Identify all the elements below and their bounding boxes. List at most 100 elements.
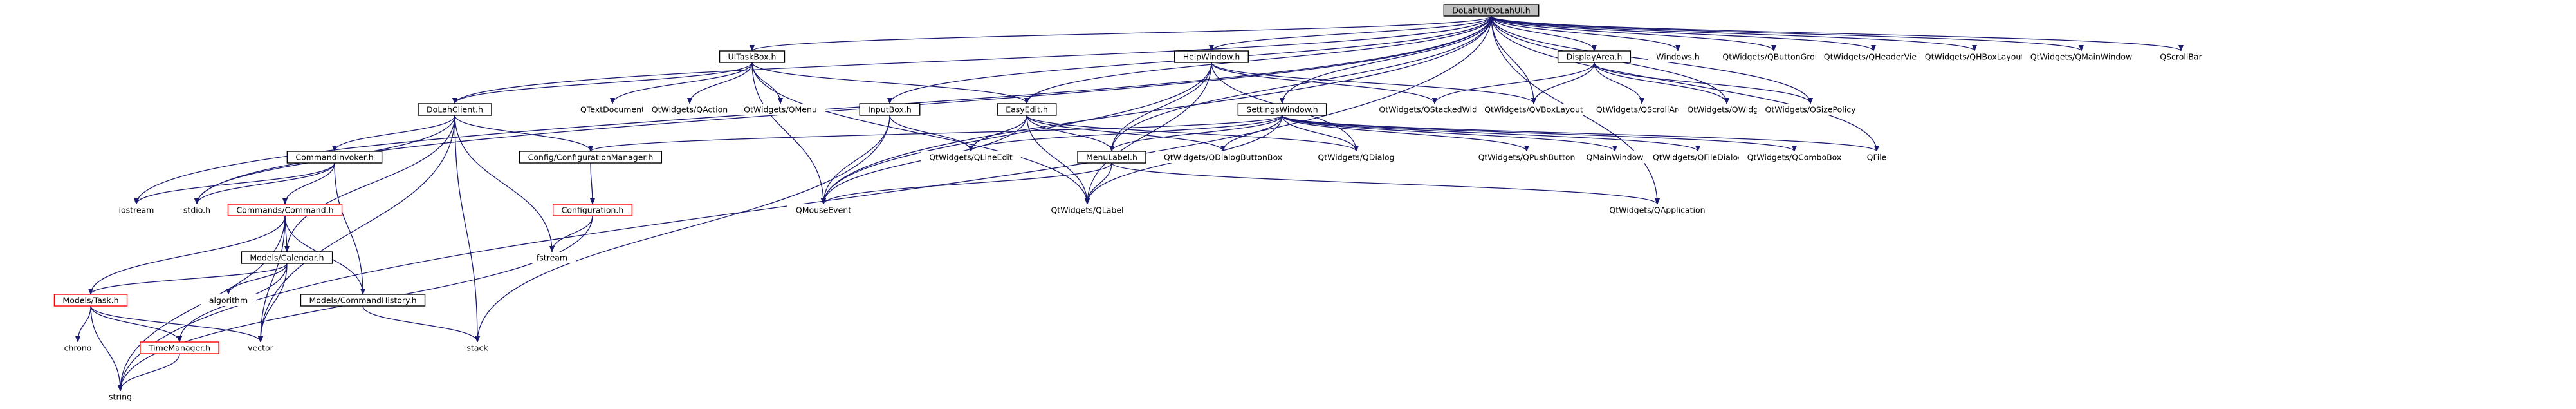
edge-dolahclient-to-commandinvoker: [332, 115, 455, 152]
edge-settingswindow-to-qdialogbuttonbox: [1220, 115, 1283, 152]
edge: [258, 115, 455, 343]
node-label: QTextDocument: [580, 105, 645, 115]
node-timemanager-h[interactable]: TimeManager.h: [140, 341, 219, 354]
edge-helpwindow-to-qvboxlayout: [1211, 62, 1536, 104]
edge: [90, 305, 123, 392]
node-box: [787, 204, 860, 216]
node-box: [2021, 51, 2141, 62]
edge: [1491, 15, 1879, 152]
edge: [226, 263, 288, 295]
node-label: QtWidgets/QPushButton: [1478, 153, 1576, 162]
node-label: Models/Calendar.h: [250, 253, 324, 263]
node-label: QtWidgets/QVBoxLayout: [1484, 105, 1583, 115]
edge-root-to-menulabel: [1109, 15, 1492, 152]
node-label: iostream: [119, 205, 154, 215]
node-box: [1815, 51, 1932, 62]
node-box: [1557, 50, 1632, 63]
edge: [1282, 115, 1700, 152]
edge: [88, 263, 288, 295]
node-models-commandhistory-h[interactable]: Models/CommandHistory.h: [300, 294, 426, 307]
node-box: [1679, 104, 1775, 115]
edge-command-to-vector: [258, 215, 286, 343]
edge: [751, 62, 1090, 205]
edge-displayarea-to-qwidget: [1594, 62, 1729, 104]
node-box: [643, 104, 737, 115]
edge: [687, 62, 753, 104]
node-settingswindow-h[interactable]: SettingsWindow.h: [1237, 103, 1327, 116]
node-models-calendar-h[interactable]: Models/Calendar.h: [241, 251, 333, 264]
node-inputbox-h[interactable]: InputBox.h: [859, 103, 921, 116]
edge: [75, 305, 91, 343]
node-label: QtWidgets/QComboBox: [1747, 153, 1842, 162]
edge-menulabel-to-qapplication: [1111, 162, 1660, 205]
node-qtwidgets-qpushbutton: QtWidgets/QPushButton: [1469, 151, 1584, 163]
node-box: [227, 204, 343, 216]
edge-root-to-qvboxlayout: [1491, 15, 1536, 104]
node-qtwidgets-qcombobox: QtWidgets/QComboBox: [1738, 151, 1850, 163]
node-qtwidgets-qdialog: QtWidgets/QDialog: [1309, 151, 1403, 163]
node-box: [1042, 204, 1132, 216]
edge: [1491, 15, 2184, 52]
edge-uitaskbox-to-qmouseevent: [751, 62, 826, 205]
node-box: [1644, 151, 1752, 163]
node-label: Models/Task.h: [62, 296, 118, 305]
edge-settingswindow-to-qfiledialog: [1282, 115, 1700, 152]
edge-settingswindow-to-qpushbutton: [1282, 115, 1529, 152]
node-box: [200, 294, 257, 306]
node-helpwindow-h[interactable]: HelpWindow.h: [1174, 50, 1249, 63]
node-label: DisplayArea.h: [1567, 52, 1623, 62]
node-qmainwindow: QMainWindow: [1578, 151, 1652, 163]
edge-displayarea-to-qscrollarea: [1594, 62, 1644, 104]
node-box: [55, 342, 100, 354]
edge-root-to-qhboxlayout: [1491, 15, 1977, 52]
edge-easyedit-to-qlabel: [1026, 115, 1090, 205]
edge: [588, 115, 1283, 152]
node-qtwidgets-qwidget: QtWidgets/QWidget: [1679, 104, 1775, 115]
node-box: [241, 251, 333, 264]
node-label: QtWidgets/QApplication: [1609, 205, 1705, 215]
node-dolahui-dolahui-h[interactable]: DoLahUI/DoLahUI.h: [1443, 4, 1540, 17]
edge: [1111, 162, 1660, 205]
edge: [282, 162, 335, 205]
node-box: [418, 103, 492, 116]
node-easyedit-h[interactable]: EasyEdit.h: [997, 103, 1057, 116]
edge-settingswindow-to-qdialog: [1282, 115, 1359, 152]
edge-uitaskbox-to-qlabel: [751, 62, 1090, 205]
edge: [1491, 15, 1876, 52]
node-qscrollbar: QScrollBar: [2151, 51, 2211, 62]
edge: [1531, 62, 1595, 104]
edge: [1594, 62, 1644, 104]
node-uitaskbox-h[interactable]: UITaskBox.h: [719, 50, 786, 63]
node-dolahclient-h[interactable]: DoLahClient.h: [418, 103, 492, 116]
edge: [258, 215, 286, 343]
node-commands-command-h[interactable]: Commands/Command.h: [227, 204, 343, 216]
node-label: DoLahClient.h: [427, 105, 483, 115]
edge-root-to-qmainwindow_w: [1491, 15, 2084, 52]
node-algorithm: algorithm: [200, 294, 257, 306]
node-box: [140, 341, 219, 354]
edge: [194, 15, 1492, 205]
edge-uitaskbox-to-qaction: [687, 62, 753, 104]
node-iostream: iostream: [110, 204, 163, 216]
node-label: QtWidgets/QHeaderView: [1824, 52, 1924, 62]
edge: [751, 62, 826, 205]
node-box: [1476, 104, 1592, 115]
node-box: [53, 294, 128, 307]
node-menulabel-h[interactable]: MenuLabel.h: [1077, 151, 1146, 164]
edge-uitaskbox-to-dolahclient: [452, 62, 753, 104]
node-displayarea-h[interactable]: DisplayArea.h: [1557, 50, 1632, 63]
node-box: [1578, 151, 1652, 163]
node-label: QScrollBar: [2160, 52, 2202, 62]
node-qtwidgets-qvboxlayout: QtWidgets/QVBoxLayout: [1476, 104, 1592, 115]
edge-settingswindow-to-qmainwindow: [1282, 115, 1617, 152]
edge: [134, 162, 335, 205]
node-box: [719, 50, 786, 63]
node-config-configurationmanager-h[interactable]: Config/ConfigurationManager.h: [519, 151, 663, 164]
edge: [1026, 115, 1090, 205]
node-box: [1714, 51, 1834, 62]
node-models-task-h[interactable]: Models/Task.h: [53, 294, 128, 307]
node-commandinvoker-h[interactable]: CommandInvoker.h: [286, 151, 383, 164]
node-configuration-h[interactable]: Configuration.h: [552, 204, 633, 216]
